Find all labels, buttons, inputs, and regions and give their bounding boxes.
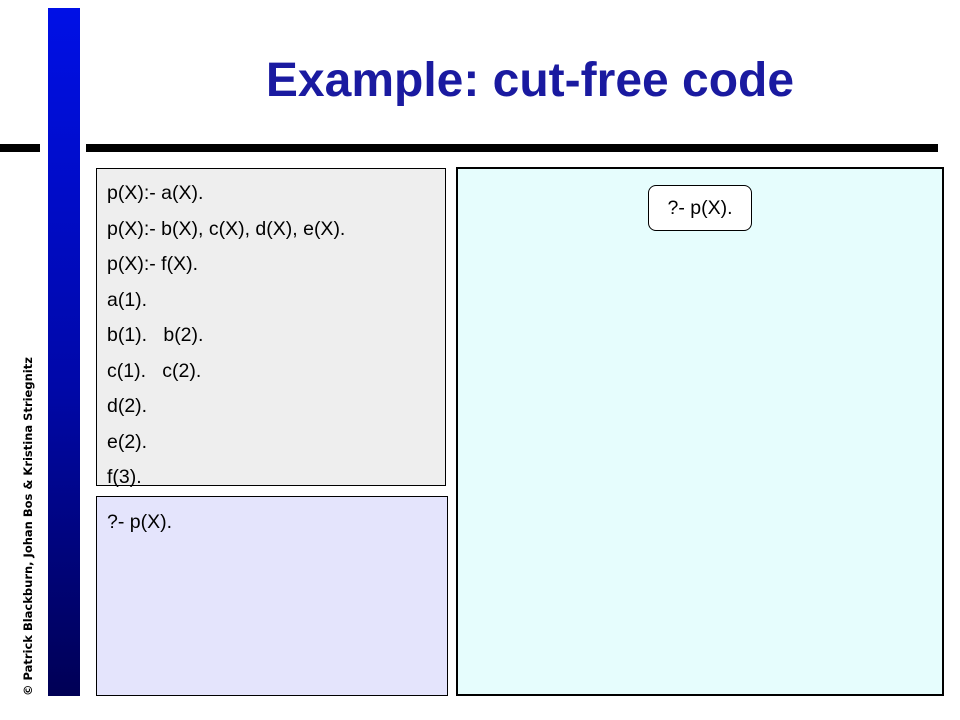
code-line: a(1). <box>107 288 148 311</box>
code-line: p(X):- a(X). <box>107 182 204 204</box>
code-line: p(X):- b(X), c(X), d(X), e(X). <box>107 217 346 240</box>
side-bar <box>48 8 80 696</box>
search-tree-panel: ?- p(X). <box>456 167 944 696</box>
search-tree-root-node: ?- p(X). <box>648 185 752 231</box>
copyright-notice: © Patrick Blackburn, Johan Bos & Kristin… <box>21 357 35 696</box>
code-line: b(1). b(2). <box>107 324 204 346</box>
code-line: f(3). <box>107 466 142 488</box>
query-box: ?- p(X). <box>96 496 448 696</box>
query-text: ?- p(X). <box>107 511 173 533</box>
code-line: p(X):- f(X). <box>107 253 198 275</box>
code-line: e(2). <box>107 430 148 453</box>
slide-title: Example: cut-free code <box>265 54 795 107</box>
code-line: d(2). <box>107 395 148 417</box>
code-line: c(1). c(2). <box>107 359 202 382</box>
title-rule <box>86 144 938 152</box>
program-code-box: p(X):- a(X). p(X):- b(X), c(X), d(X), e(… <box>96 168 446 488</box>
title-rule-left <box>0 144 40 152</box>
